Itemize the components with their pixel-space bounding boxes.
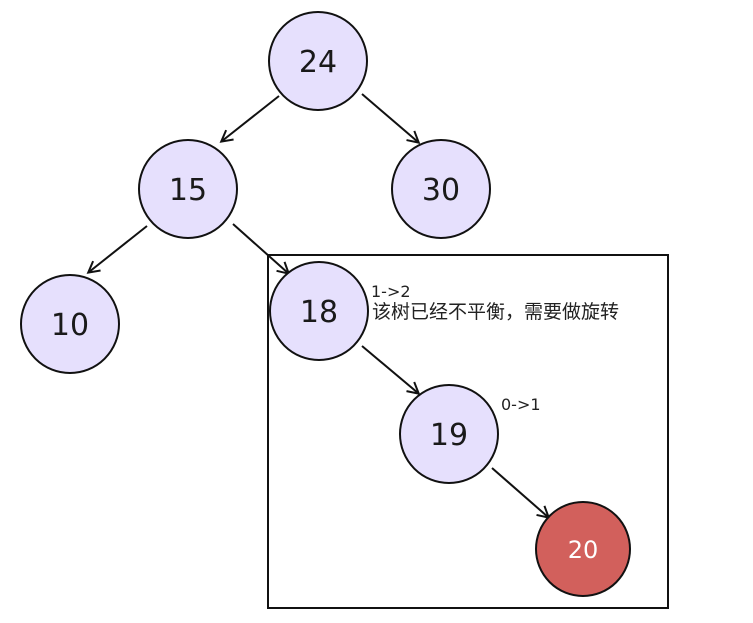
edge-24-15	[222, 95, 280, 141]
tree-node: 30	[391, 139, 491, 239]
node-circle	[391, 139, 491, 239]
node-label: 15	[169, 173, 207, 208]
node-label: 30	[422, 173, 460, 208]
node-circle	[138, 139, 238, 239]
edge-18-19	[361, 345, 418, 393]
balance-factor-18: 1->2	[371, 282, 411, 301]
edge-15-10	[89, 225, 148, 272]
unbalanced-subtree-frame	[267, 254, 669, 609]
node-label: 18	[300, 295, 338, 330]
tree-node: 15	[138, 139, 238, 239]
balance-factor-19: 0->1	[501, 395, 541, 414]
node-circle	[399, 384, 499, 484]
edge-19-20	[491, 467, 548, 517]
node-circle	[268, 11, 368, 111]
tree-node-highlighted: 20	[535, 501, 631, 597]
node-label: 20	[568, 536, 599, 564]
node-circle	[535, 501, 631, 597]
edge-24-30	[361, 93, 418, 142]
edges-group	[89, 93, 548, 517]
tree-node: 19	[399, 384, 499, 484]
node-label: 19	[430, 418, 468, 453]
node-label: 24	[299, 45, 337, 80]
node-circle	[269, 261, 369, 361]
tree-node: 10	[20, 274, 120, 374]
node-circle	[20, 274, 120, 374]
node-label: 10	[51, 308, 89, 343]
tree-node: 24	[268, 11, 368, 111]
tree-node: 18	[269, 261, 369, 361]
edge-15-18	[232, 223, 288, 273]
unbalanced-note: 该树已经不平衡，需要做旋转	[372, 301, 619, 323]
